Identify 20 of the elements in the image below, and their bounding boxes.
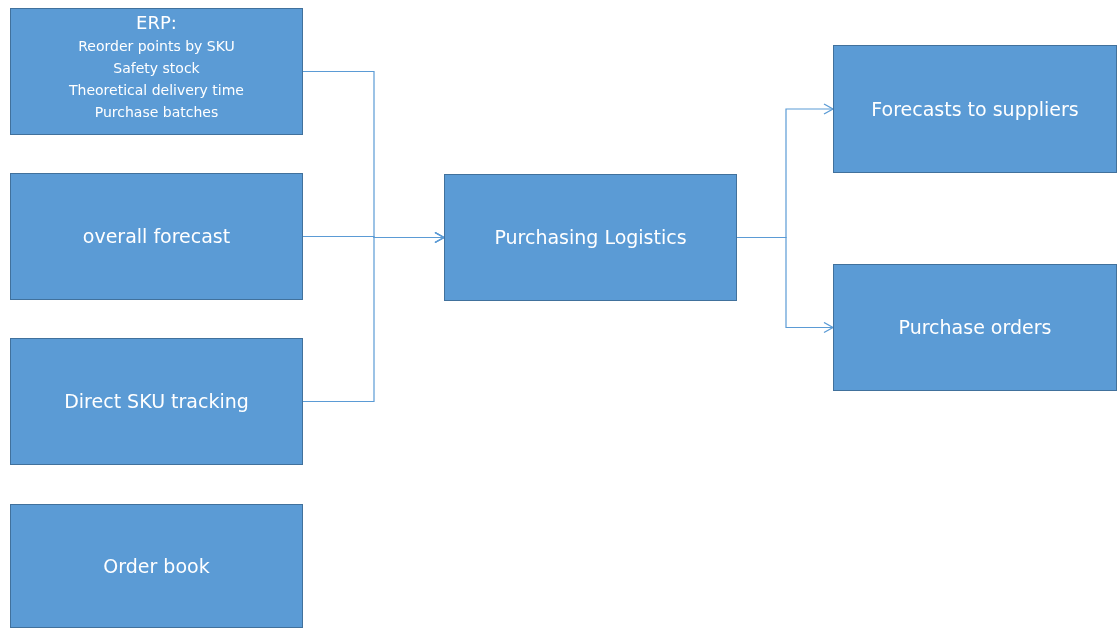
box-text: Theoretical delivery time [69, 81, 244, 100]
arrow [302, 231, 445, 403]
process-box [10, 504, 303, 628]
box-text: Direct SKU tracking [64, 389, 249, 415]
box-heading: ERP: [136, 11, 177, 35]
box-text: Purchasing Logistics [494, 225, 687, 251]
process-box [833, 264, 1117, 391]
process-box [10, 8, 303, 135]
box-text: Forecasts to suppliers [871, 96, 1079, 122]
box-text: Reorder points by SKU [78, 37, 235, 56]
process-box [10, 173, 303, 300]
box-text: Safety stock [113, 59, 200, 78]
box-text: Purchase orders [898, 315, 1052, 341]
arrow [736, 236, 834, 334]
process-box [444, 174, 737, 301]
process-box [10, 338, 303, 465]
process-box [833, 45, 1117, 173]
box-text: Purchase batches [94, 103, 219, 122]
box-text: Order book [103, 553, 210, 579]
box-text: overall forecast [82, 224, 231, 250]
